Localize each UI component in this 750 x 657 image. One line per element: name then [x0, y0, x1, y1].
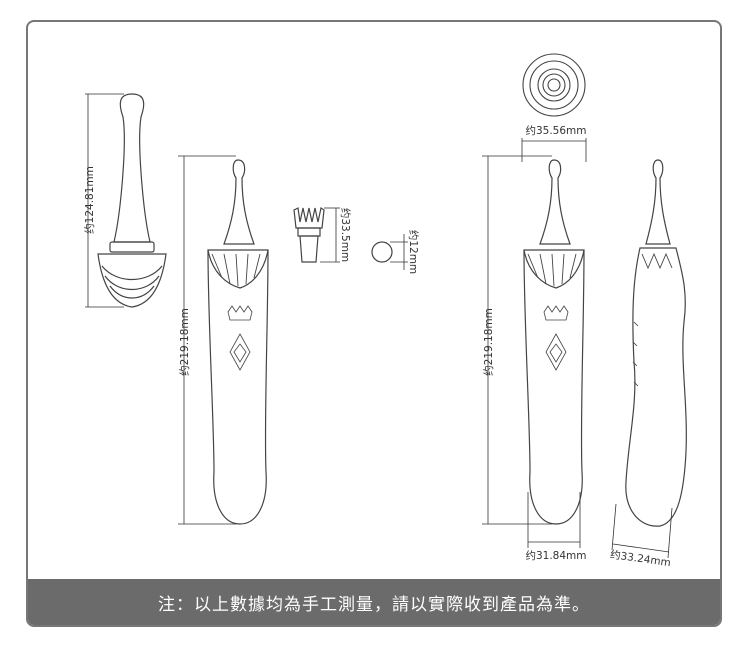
ball-attachment: [371, 241, 393, 263]
total-length-left-label: 约219.18mm: [178, 308, 191, 376]
dimension-head-diameter: 约35.56mm: [521, 124, 587, 162]
brush-attachment: [293, 207, 325, 263]
dimension-head-height: 约124.81mm: [83, 93, 124, 308]
front-view-right: [523, 159, 585, 525]
product-drawing: 约124.81mm 约219.18mm 约33.: [83, 53, 687, 569]
head-attachment: [97, 93, 167, 308]
front-view-left: [207, 159, 269, 525]
dimension-brush-height: 约33.5mm: [320, 207, 352, 263]
head-height-label: 约124.81mm: [83, 166, 96, 234]
base-width-front-label: 约31.84mm: [525, 549, 586, 562]
disclaimer-note: 注：以上數據均為手工測量，請以實際收到產品為準。: [28, 579, 720, 625]
total-length-right-label: 约219.18mm: [482, 308, 495, 376]
dimension-total-length-left: 约219.18mm: [178, 155, 236, 525]
ball-diameter-label: 约12mm: [407, 230, 420, 274]
dimension-total-length-right: 约219.18mm: [482, 155, 552, 525]
dimension-base-width-front: 约31.84mm: [525, 492, 587, 562]
dimension-base-width-side: 约33.24mm: [609, 503, 673, 569]
head-top-view: [522, 53, 586, 117]
diagram-frame: 约124.81mm 约219.18mm 约33.: [26, 20, 722, 627]
head-diameter-label: 约35.56mm: [525, 124, 586, 137]
dimension-ball-diameter: 约12mm: [390, 230, 420, 274]
brush-height-label: 约33.5mm: [339, 208, 352, 262]
side-view: [625, 159, 687, 527]
